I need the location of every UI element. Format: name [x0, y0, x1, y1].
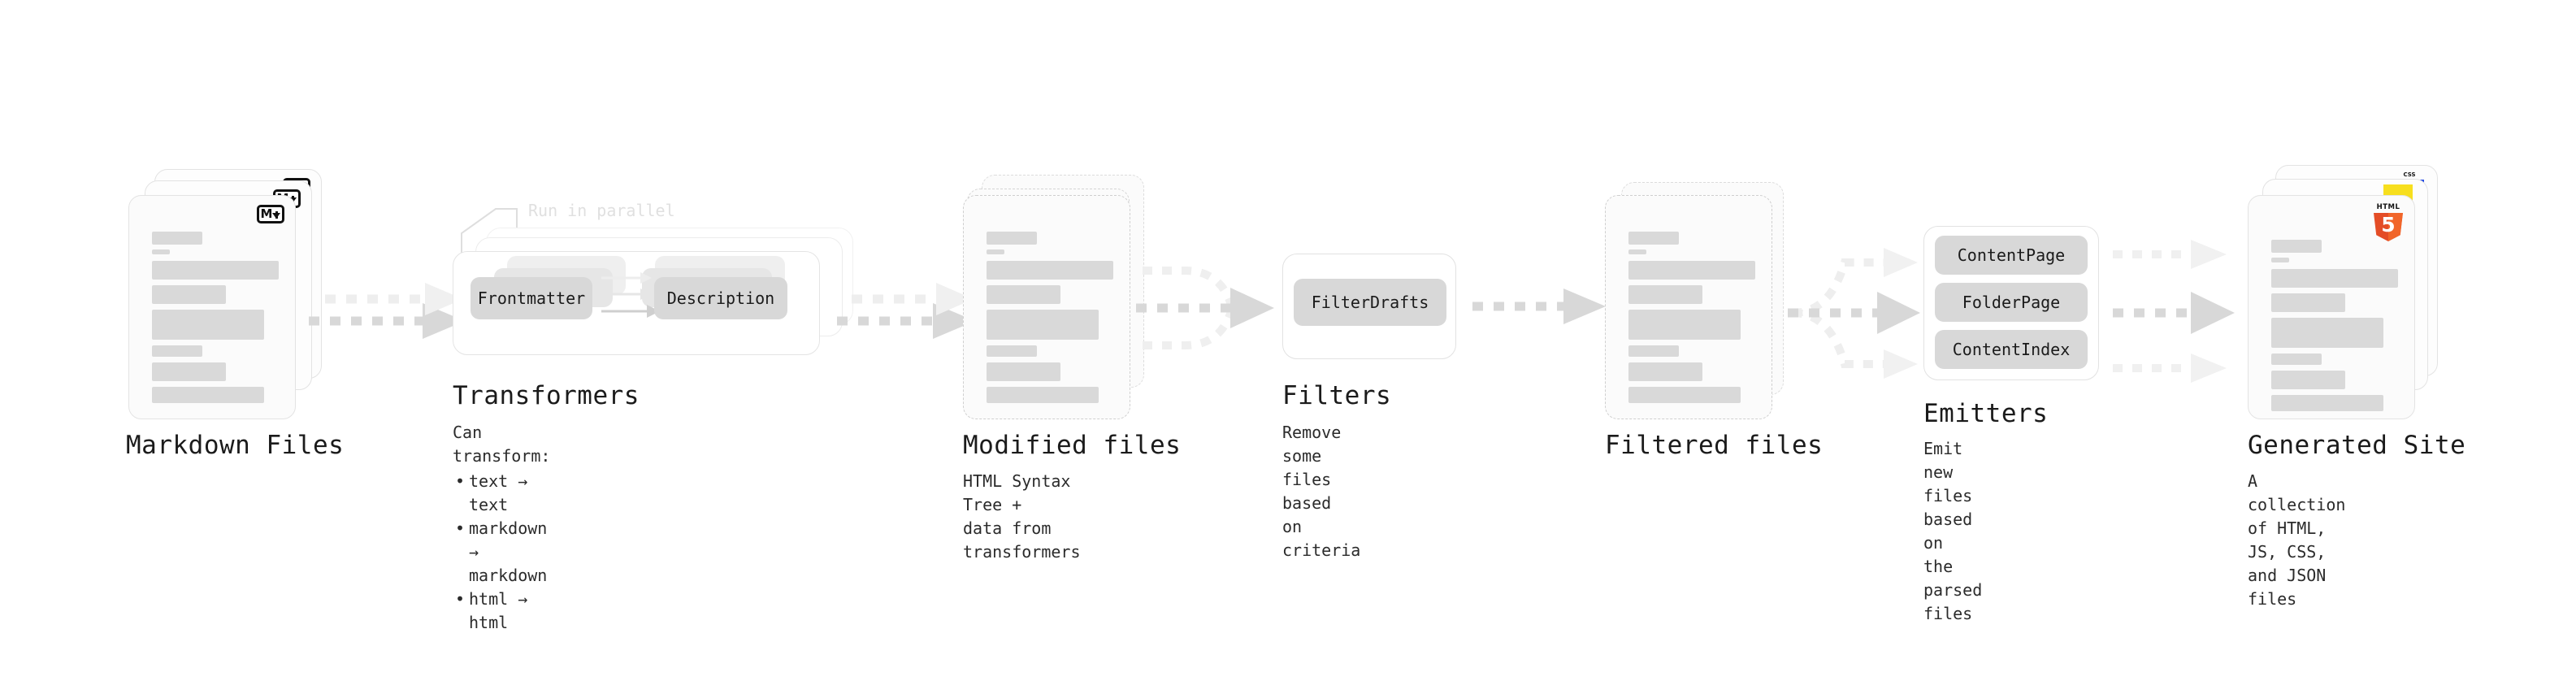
connector-arrow [837, 283, 975, 339]
transformer-chip-frontmatter[interactable]: Frontmatter [471, 277, 592, 319]
connector-arrow [309, 283, 465, 339]
connector-arrow-converge [1136, 267, 1274, 349]
stage-subtitle: Emit new files based on the parsed files [1923, 439, 1983, 623]
connector-arrow-triple [2113, 240, 2235, 383]
skeleton-bar [2271, 258, 2289, 262]
stage-subtitle: Remove some files based on criteria [1282, 423, 1361, 560]
skeleton-bar [152, 249, 170, 254]
run-in-parallel-bracket [461, 208, 518, 258]
skeleton-bar [2271, 293, 2345, 312]
capability-item: html → html [455, 588, 550, 635]
emitter-chip-contentindex[interactable]: ContentIndex [1935, 330, 2088, 369]
skeleton-bar [2271, 318, 2383, 348]
skeleton-bar [987, 232, 1037, 245]
skeleton-bar [152, 362, 226, 381]
skeleton-bar [1628, 249, 1646, 254]
transformer-inner-arrows [601, 272, 660, 318]
skeleton-bar [2271, 395, 2383, 411]
capability-item: markdown → markdown [455, 517, 550, 588]
transformers-capabilities: Can transform: text → text markdown → ma… [453, 421, 550, 635]
page-title: Transformers [453, 381, 640, 410]
skeleton-bar [1628, 285, 1702, 304]
skeleton-bar [2271, 354, 2322, 365]
skeleton-bar [2271, 371, 2345, 389]
skeleton-bar [152, 232, 202, 245]
skeleton-bar [987, 310, 1099, 340]
connector-arrow-diverge [1788, 248, 1920, 379]
skeleton-bar [1628, 232, 1679, 245]
filtered-file-card-front [1605, 195, 1772, 419]
html5-icon-caption: HTML [2376, 203, 2400, 211]
skeleton-bar [1628, 261, 1755, 280]
skeleton-bar [152, 261, 279, 280]
page-title: Filters [1282, 381, 1392, 410]
emitter-chip-contentpage[interactable]: ContentPage [1935, 236, 2088, 275]
page-title: Generated Site [2248, 431, 2466, 460]
page-title: Filtered files [1605, 431, 1824, 460]
page-title: Markdown Files [126, 431, 345, 460]
skeleton-bar [152, 345, 202, 357]
markdown-icon: M [257, 205, 284, 223]
page-title: Modified files [963, 431, 1182, 460]
filter-chip-filterdrafts[interactable]: FilterDrafts [1294, 279, 1446, 326]
skeleton-bar [987, 285, 1060, 304]
stage-subtitle: HTML Syntax Tree + data from transformer… [963, 471, 1081, 562]
generated-file-card-front: HTML 5 [2248, 195, 2415, 419]
skeleton-bar [1628, 345, 1679, 357]
skeleton-bar [152, 387, 264, 403]
capability-item: text → text [455, 470, 550, 517]
modified-file-card-front [963, 195, 1130, 419]
skeleton-bar [987, 387, 1099, 403]
skeleton-bar [987, 345, 1037, 357]
emitter-chip-folderpage[interactable]: FolderPage [1935, 283, 2088, 322]
markdown-file-card-front: M [128, 195, 296, 419]
page-title: Emitters [1923, 399, 2049, 428]
skeleton-bar [2271, 269, 2398, 288]
skeleton-bar [987, 261, 1113, 280]
skeleton-bar [987, 249, 1004, 254]
markdown-icon-arrow [272, 211, 281, 219]
css-icon-label: CSS [2403, 171, 2416, 178]
html5-icon: HTML 5 [2372, 204, 2405, 241]
skeleton-bar [1628, 387, 1741, 403]
markdown-icon-letter: M [260, 206, 273, 221]
capabilities-lead: Can transform: [453, 423, 551, 466]
connector-arrow [1472, 288, 1606, 324]
run-in-parallel-label: Run in parallel [528, 201, 675, 220]
skeleton-bar [2271, 240, 2322, 253]
transformer-chip-description[interactable]: Description [654, 277, 787, 319]
skeleton-bar [152, 285, 226, 304]
skeleton-bar [987, 362, 1060, 381]
stage-subtitle: A collection of HTML, JS, CSS, and JSON … [2248, 471, 2346, 609]
skeleton-bar [1628, 362, 1702, 381]
skeleton-bar [1628, 310, 1741, 340]
skeleton-bar [152, 310, 264, 340]
html5-icon-number: 5 [2381, 213, 2396, 236]
